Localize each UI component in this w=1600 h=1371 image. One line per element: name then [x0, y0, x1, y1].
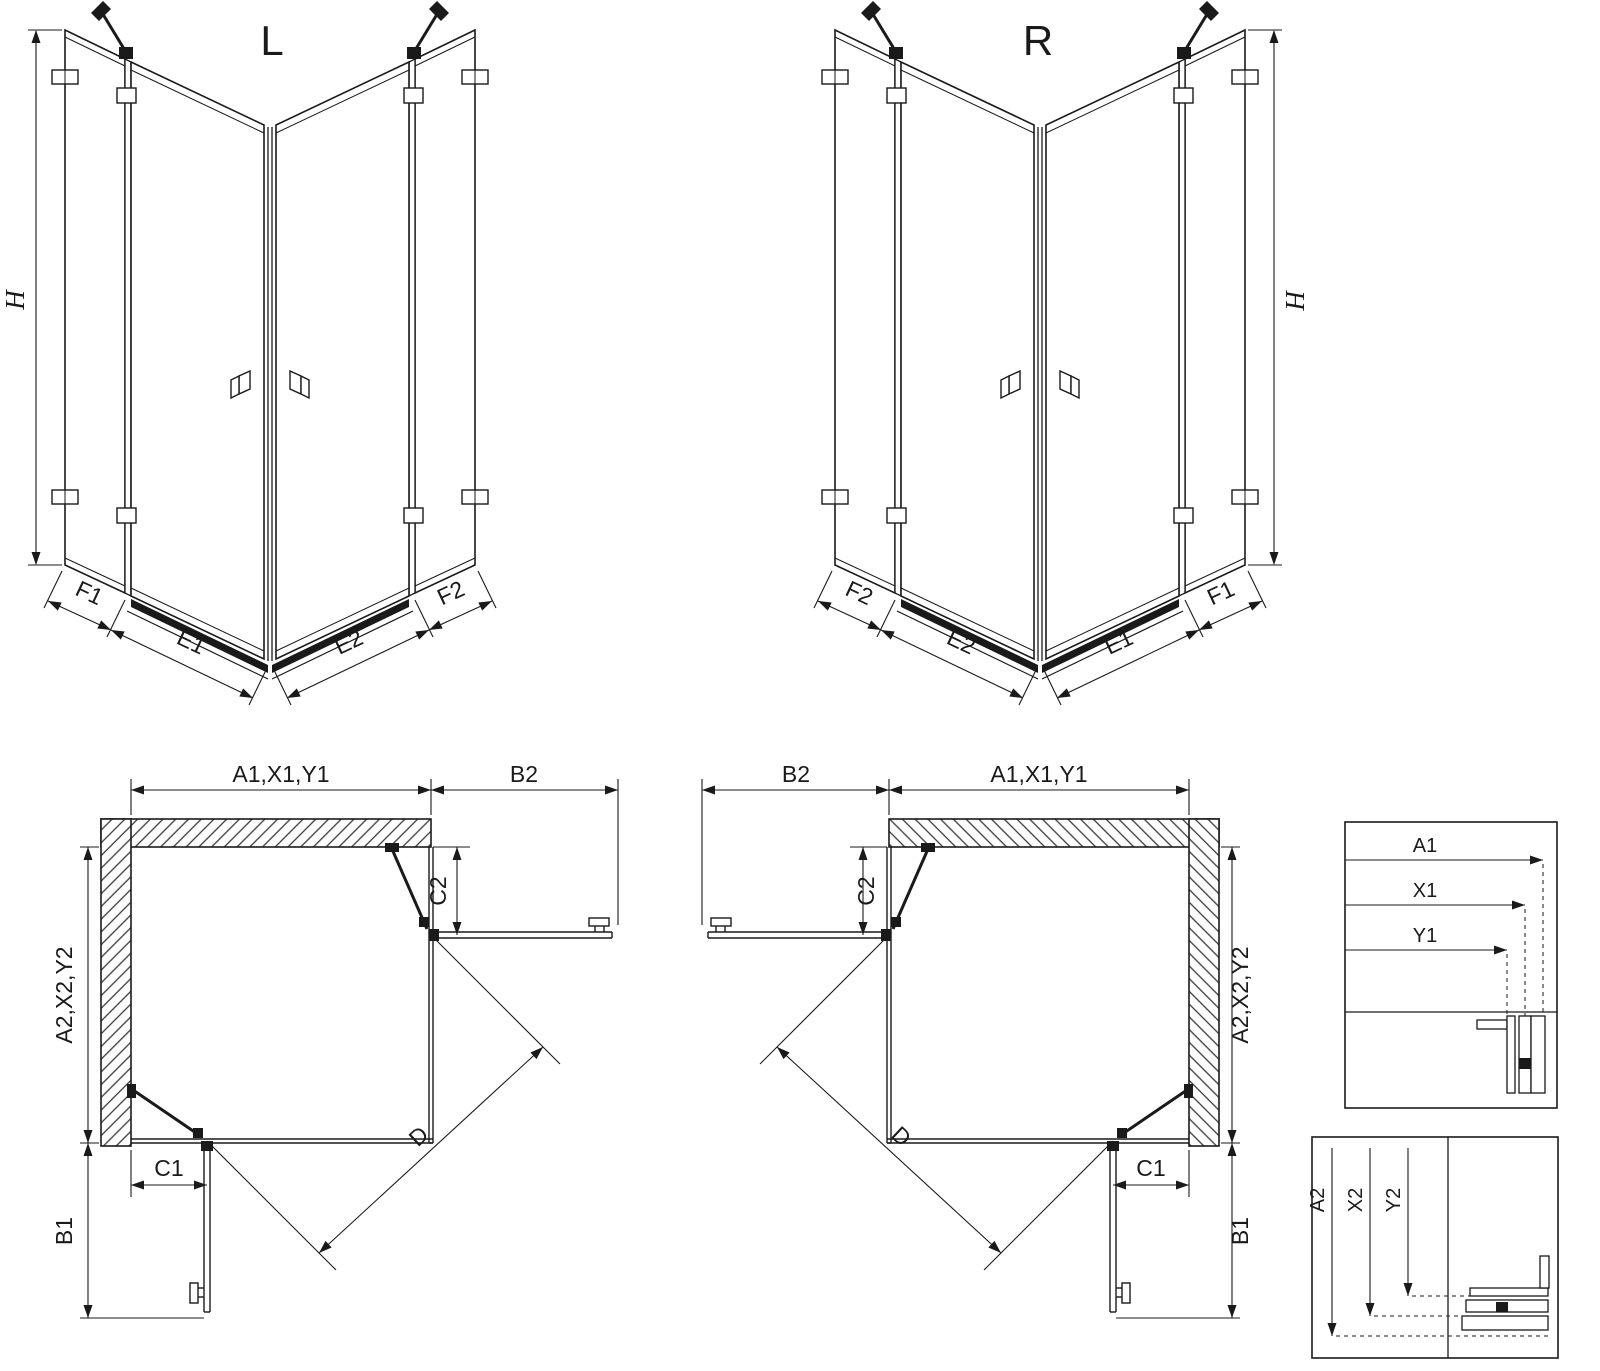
- dim-label-c1-left: C1: [154, 1155, 183, 1181]
- dim-label-depth-right: A2,X2,Y2: [1227, 946, 1253, 1043]
- dim-label-y1-detail: Y1: [1413, 925, 1437, 947]
- iso-view-left: L H F1 E1 E2 F2: [0, 1, 496, 705]
- iso-view-right: R H F2 E2 E1 F1: [814, 1, 1310, 705]
- dim-label-b1-left: B1: [51, 1217, 77, 1245]
- plan-view-left: A1,X1,Y1 B2 C2 A2,X2,Y2 B1 C1 D: [51, 761, 618, 1318]
- dim-label-a2-detail: A2: [1307, 1188, 1329, 1212]
- dim-label-width-right: A1,X1,Y1: [990, 761, 1087, 787]
- dim-label-depth-left: A2,X2,Y2: [51, 946, 77, 1043]
- detail-box-width: A1 X1 Y1: [1344, 821, 1558, 1109]
- view-title-right: R: [1023, 17, 1053, 64]
- dim-label-h-right: H: [1280, 289, 1310, 311]
- dim-label-c2-left: C2: [425, 876, 451, 905]
- dim-label-a1-detail: A1: [1413, 835, 1437, 857]
- dim-label-y2-detail: Y2: [1383, 1188, 1405, 1212]
- detail-box-depth: A2 X2 Y2: [1307, 1136, 1559, 1359]
- view-title-left: L: [260, 17, 283, 64]
- dim-label-x1-detail: X1: [1413, 880, 1437, 902]
- dim-label-h-left: H: [0, 289, 30, 311]
- plan-view-right: B2 A1,X1,Y1 C2 A2,X2,Y2 B1 C1 D: [702, 761, 1253, 1318]
- dim-label-x2-detail: X2: [1345, 1188, 1367, 1212]
- dim-label-c1-right: C1: [1136, 1155, 1165, 1181]
- dim-label-b1-right: B1: [1227, 1217, 1253, 1245]
- profile-section: [1476, 1015, 1546, 1094]
- dim-label-c2-right: C2: [853, 876, 879, 905]
- dim-label-b2-right: B2: [782, 761, 810, 787]
- dim-label-width-left: A1,X1,Y1: [232, 761, 329, 787]
- dim-label-b2-left: B2: [510, 761, 538, 787]
